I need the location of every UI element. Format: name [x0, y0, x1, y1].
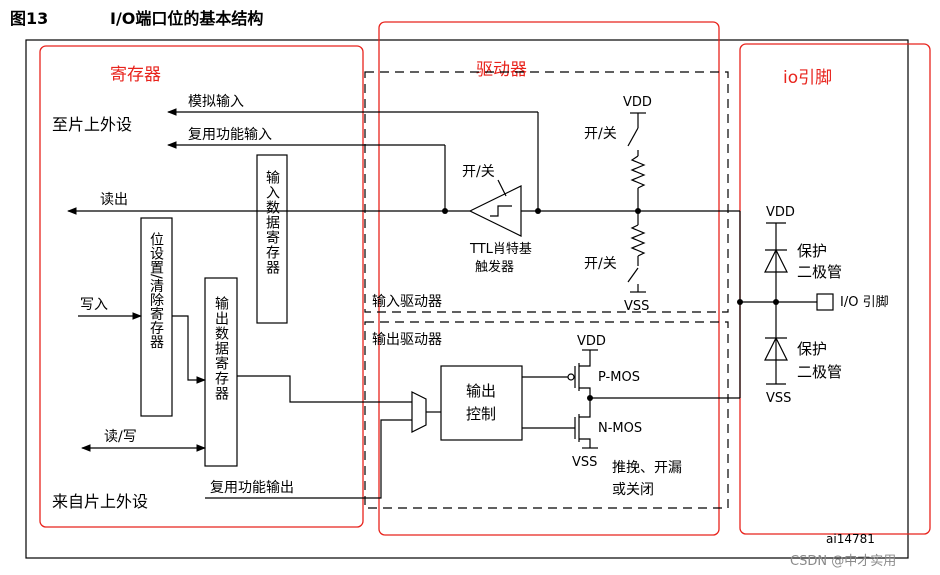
pmos-source	[579, 350, 591, 367]
analog-input-label: 模拟输入	[188, 94, 244, 110]
output-data-register-label: 输出数据寄存器	[213, 296, 229, 401]
nmos-vss-label: VSS	[572, 455, 597, 470]
driver-region-box	[378, 21, 720, 536]
ttl-label-1: TTL肖特基	[469, 242, 532, 257]
output-mux	[411, 391, 427, 433]
ttl-switch-mark	[497, 179, 507, 197]
output-control-label-1: 输出	[466, 382, 496, 400]
nmos-source	[579, 438, 591, 448]
input-data-register-label: 输入数据寄存器	[264, 170, 280, 275]
io-pin-region-label: io引脚	[783, 68, 832, 88]
pmos-gate-bubble	[567, 373, 575, 381]
to-peripheral-label: 至片上外设	[52, 115, 132, 134]
pullup-switch	[627, 127, 639, 147]
read-write-label: 读/写	[104, 428, 137, 445]
af-output-wire	[205, 419, 412, 499]
pmos-label: P-MOS	[598, 370, 640, 385]
input-data-register	[256, 154, 288, 324]
nmos-label: N-MOS	[598, 421, 642, 436]
pin-vdd-label: VDD	[766, 205, 795, 220]
pin-vss-label: VSS	[766, 391, 791, 406]
ref-code: ai14781	[826, 532, 875, 546]
odr-to-mux-wire	[237, 375, 412, 403]
figure-number: 图13	[10, 9, 48, 28]
protect1-label-1: 保护	[797, 242, 827, 260]
junction-af-input	[442, 208, 448, 214]
io-pin-label: I/O 引脚	[840, 294, 889, 310]
from-peripheral-label: 来自片上外设	[52, 492, 148, 511]
output-driver-box	[364, 321, 729, 509]
pulldown-vss-label: VSS	[624, 299, 649, 314]
mos-junction	[587, 395, 593, 401]
pulldown-switch-label: 开/关	[584, 256, 617, 272]
pulldown-switch	[627, 267, 639, 283]
output-control-label-2: 控制	[466, 405, 496, 423]
protect2-label-2: 二极管	[797, 363, 842, 381]
output-driver-label: 输出驱动器	[372, 332, 442, 348]
junction-analog	[535, 208, 541, 214]
watermark: CSDN @中才实用	[790, 554, 896, 569]
read-out-label: 读出	[100, 191, 128, 208]
outer-frame	[25, 39, 909, 559]
output-data-register	[204, 277, 238, 467]
input-driver-box	[364, 71, 729, 313]
ttl-label-2: 触发器	[475, 259, 514, 275]
protect-diode-top	[764, 248, 788, 273]
protect2-label-1: 保护	[797, 340, 827, 358]
protect1-label-2: 二极管	[797, 263, 842, 281]
schmitt-trigger	[468, 185, 522, 237]
figure-title: I/O端口位的基本结构	[110, 9, 263, 28]
io-pin-region-box	[739, 43, 931, 535]
mode-label-1: 推挽、开漏	[612, 460, 682, 476]
pmos-drain	[579, 387, 591, 398]
input-driver-label: 输入驱动器	[372, 294, 442, 310]
register-region-box	[39, 45, 364, 528]
nmos-drain	[579, 398, 591, 418]
pullup-resistor	[630, 155, 646, 189]
pullup-vdd-label: VDD	[623, 95, 652, 110]
protect-diode-bottom	[764, 336, 788, 361]
output-control-block	[440, 365, 523, 441]
ttl-switch-label: 开/关	[462, 164, 495, 180]
af-output-label: 复用功能输出	[210, 479, 294, 496]
bit-set-reset-register-label: 位设置/清除寄存器	[148, 232, 164, 349]
write-in-label: 写入	[80, 297, 108, 313]
pullup-switch-label: 开/关	[584, 126, 617, 142]
pmos-vdd-label: VDD	[577, 334, 606, 349]
io-pin-pad	[816, 293, 834, 311]
schmitt-symbol	[490, 205, 512, 217]
register-region-label: 寄存器	[110, 65, 161, 85]
af-input-label: 复用功能输入	[188, 126, 272, 143]
driver-region-label: 驱动器	[476, 60, 527, 80]
pulldown-resistor	[630, 224, 646, 257]
bsrr-to-odr-wire	[172, 315, 206, 384]
mode-label-2: 或关闭	[612, 482, 654, 498]
